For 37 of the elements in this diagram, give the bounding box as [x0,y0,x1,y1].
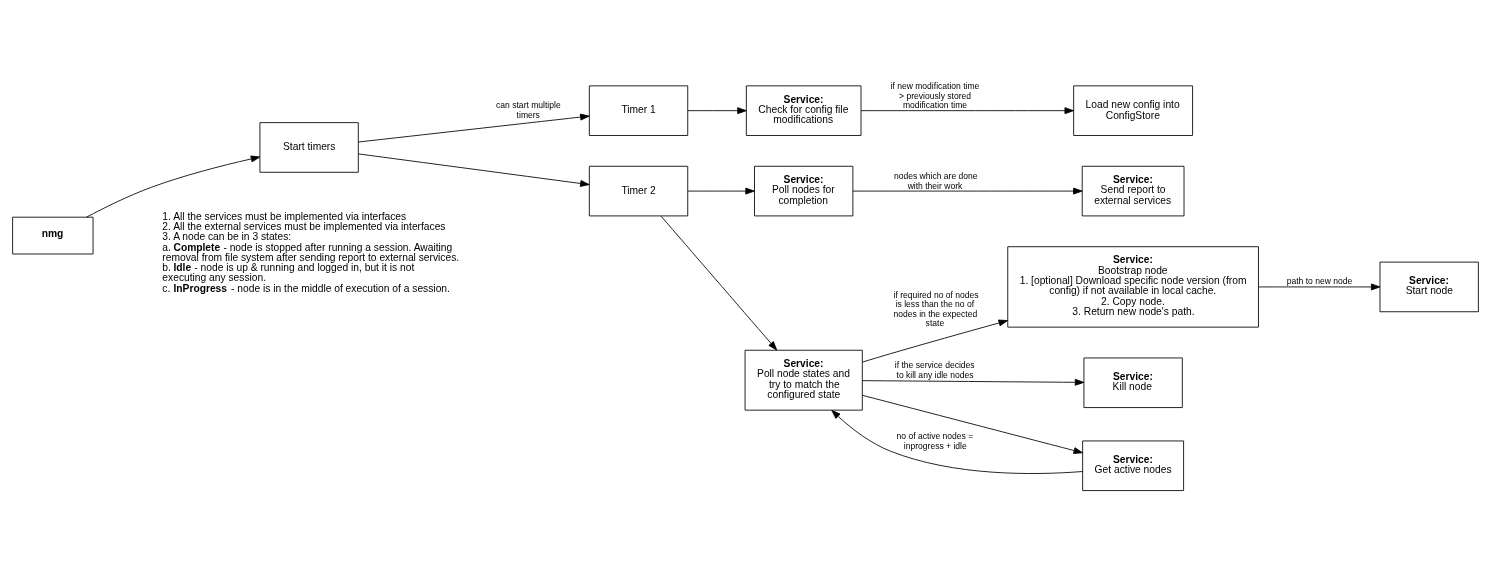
arrow [861,394,1083,454]
arrow [861,378,1085,386]
node-box: Service: Bootstrap node 1. [optional] Download specific node version (from config) if not available in local cache. 2. Copy node. 3. Return new node's path. [1007,245,1259,328]
node-box: Start timers [259,121,359,173]
edge-label: nodes which are done with their work [893,170,978,191]
node-box: Service: Poll node states and try to match the configured state [744,349,863,411]
node-box: Service: Get active nodes [1082,440,1185,491]
node-box: Load new config into ConfigStore [1073,84,1193,136]
arrow [1258,283,1381,290]
node-box: Service: Poll nodes for completion [754,165,854,216]
edge-label: if required no of nodes is less than the no of nodes in the expected state [893,289,979,328]
arrow [862,319,1008,362]
node-box: Service: Send report to external services [1081,165,1185,216]
arrow [687,106,747,114]
node-box: Timer 2 [588,165,689,216]
arrow [852,187,1083,194]
edge-label: if the service decides to kill any idle nodes [894,359,975,380]
node-box: Service: Kill node [1083,357,1183,408]
edge-label: path to new node [1286,275,1353,286]
node-box: nmg [12,216,94,254]
label: 1. All the services must be implemented via interfaces [162,210,407,222]
arrow [357,113,590,142]
label: c. InProgress - node is in the middle of execution of a session. [162,282,450,294]
edge-label: if new modification time > previously stored modification time [890,80,980,110]
node-box: Timer 1 [588,84,689,136]
label: 3. A node can be in 3 states: [162,230,292,242]
label: a. Complete - node is stopped after running a session. Awaiting removal from file system after sending report to external services. [162,241,460,263]
arrow [860,106,1074,114]
arrow [687,187,755,194]
edge-label: can start multiple timers [496,99,561,120]
arrow [86,155,261,218]
arrow [660,215,778,350]
node-box: Service: Check for config file modifications [745,84,862,136]
arrow [831,409,1083,474]
arrow [357,152,590,187]
node-box: Service: Start node [1379,261,1479,312]
edge-label: no of active nodes = inprogress + idle [896,430,974,451]
